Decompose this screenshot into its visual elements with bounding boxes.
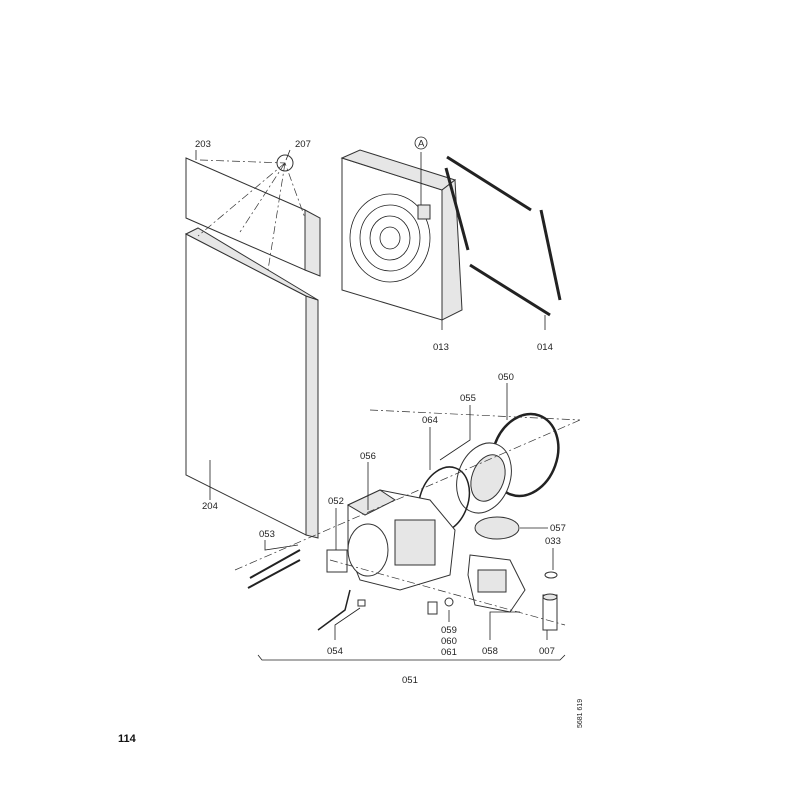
part-013-fan-housing xyxy=(340,149,463,321)
part-058-oil-pump xyxy=(467,554,526,613)
label-054: 054 xyxy=(327,646,343,657)
part-055-burner-flange xyxy=(456,442,512,514)
label-207: 207 xyxy=(295,139,311,150)
detail-marker-a xyxy=(414,136,428,150)
label-014: 014 xyxy=(537,342,553,353)
label-064: 064 xyxy=(422,415,438,426)
label-057: 057 xyxy=(550,523,566,534)
part-052-ignition-unit xyxy=(326,549,348,573)
label-053: 053 xyxy=(259,529,275,540)
page-number: 114 xyxy=(118,733,137,745)
part-204-front-panel xyxy=(184,227,319,539)
part-057-cover xyxy=(474,516,520,540)
part-056-burner-assembly xyxy=(346,489,456,591)
part-014-gasket-frame xyxy=(444,155,562,317)
label-033: 033 xyxy=(545,536,561,547)
part-060-061-fitting xyxy=(427,601,438,615)
drawing-number: 5681 619 xyxy=(577,699,584,728)
label-058: 058 xyxy=(482,646,498,657)
label-050: 050 xyxy=(498,372,514,383)
part-059-nut xyxy=(444,597,454,607)
label-013: 013 xyxy=(433,342,449,353)
part-207-clip xyxy=(197,154,306,271)
part-053-electrodes xyxy=(247,549,301,589)
label-059: 059 xyxy=(441,625,457,636)
label-055: 055 xyxy=(460,393,476,404)
part-033-seal xyxy=(544,571,558,579)
label-203: 203 xyxy=(195,139,211,150)
part-054-photocell xyxy=(317,589,366,631)
label-204: 204 xyxy=(202,501,218,512)
detail-marker-text: A xyxy=(418,139,425,150)
label-060: 060 xyxy=(441,636,457,647)
label-056: 056 xyxy=(360,451,376,462)
label-061: 061 xyxy=(441,647,457,658)
label-052: 052 xyxy=(328,496,344,507)
label-007: 007 xyxy=(539,646,555,657)
part-007-nozzle-holder xyxy=(542,593,558,631)
label-051: 051 xyxy=(402,675,418,686)
